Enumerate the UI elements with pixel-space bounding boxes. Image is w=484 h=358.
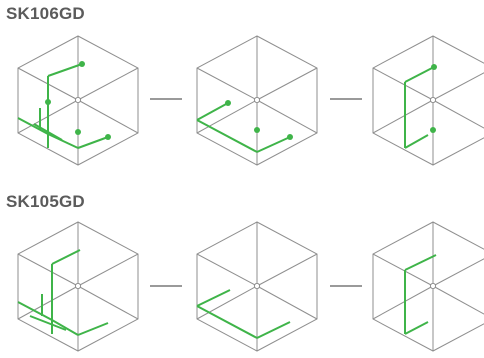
sk106gd-view-3-laser [404,66,435,149]
sk106gd-view-1-laser [17,63,109,149]
model-title-sk106gd: SK106GD [6,4,85,23]
sk106gd-view-2-dots [225,100,293,140]
sk105gd-view-2-cube [196,221,318,352]
sk106gd-view-1-dots [45,61,111,140]
sk105gd-view-3-cube [372,221,484,352]
sk105gd-view-1-cube [17,221,139,352]
sk106gd-view-1-cube [17,35,139,166]
model-title-sk105gd: SK105GD [6,192,85,211]
sk105gd-view-1-laser [17,249,109,336]
sk106gd-view-3-cube [372,35,484,166]
sk105gd-row [17,221,484,352]
sk105gd-view-3-laser [404,254,437,335]
sk106gd-view-3-dots [430,64,437,133]
sk105gd-view-2-laser [196,289,291,339]
sk106gd-view-2-cube [196,35,318,166]
sk106gd-row [17,35,484,166]
sk106gd-view-2-laser [196,102,291,153]
